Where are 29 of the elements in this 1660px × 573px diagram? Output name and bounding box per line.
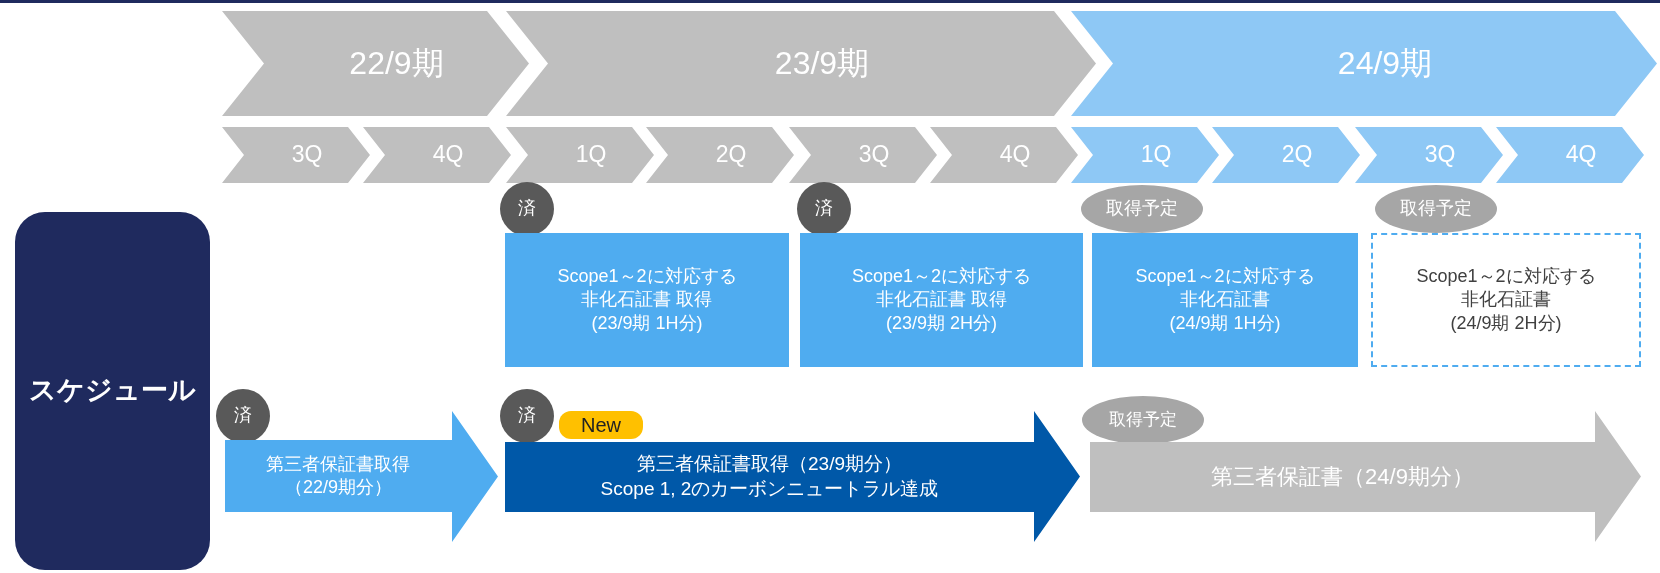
status-badge: 済 — [216, 389, 270, 443]
status-badge: 済 — [500, 182, 554, 236]
period-label: 22/9期 — [349, 43, 444, 83]
quarter-label: 3Q — [858, 140, 890, 170]
quarter-label: 4Q — [432, 140, 464, 170]
task-box: Scope1～2に対応する非化石証書 (24/9期 1H分) — [1092, 233, 1358, 367]
period-label: 23/9期 — [774, 43, 870, 83]
arrow-label: 第三者保証書取得（22/9期分） — [265, 452, 412, 499]
section-heading-box: スケジュール — [15, 212, 210, 570]
planned-task-box: Scope1～2に対応する非化石証書 (24/9期 2H分) — [1371, 233, 1641, 367]
arrow-label: 第三者保証書（24/9期分） — [1211, 462, 1474, 491]
quarter-label: 3Q — [291, 140, 323, 170]
quarter-label: 2Q — [715, 140, 747, 170]
quarter-label: 4Q — [999, 140, 1031, 170]
task-box: Scope1～2に対応する非化石証書 取得 (23/9期 1H分) — [505, 233, 789, 367]
period-label: 24/9期 — [1337, 43, 1433, 83]
task-box: Scope1～2に対応する非化石証書 取得 (23/9期 2H分) — [800, 233, 1083, 367]
status-badge: 済 — [797, 182, 851, 236]
new-badge: New — [559, 411, 643, 439]
quarter-label: 1Q — [575, 140, 607, 170]
quarter-label: 4Q — [1565, 140, 1597, 170]
arrow-label: 第三者保証書取得（23/9期分） Scope 1, 2のカーボンニュートラル達成 — [600, 452, 939, 501]
quarter-label: 1Q — [1140, 140, 1172, 170]
status-badge: 取得予定 — [1082, 396, 1204, 444]
quarter-label: 3Q — [1424, 140, 1456, 170]
status-badge: 済 — [500, 389, 554, 443]
quarter-label: 2Q — [1281, 140, 1313, 170]
status-badge: 取得予定 — [1081, 185, 1203, 233]
status-badge: 取得予定 — [1375, 185, 1497, 233]
